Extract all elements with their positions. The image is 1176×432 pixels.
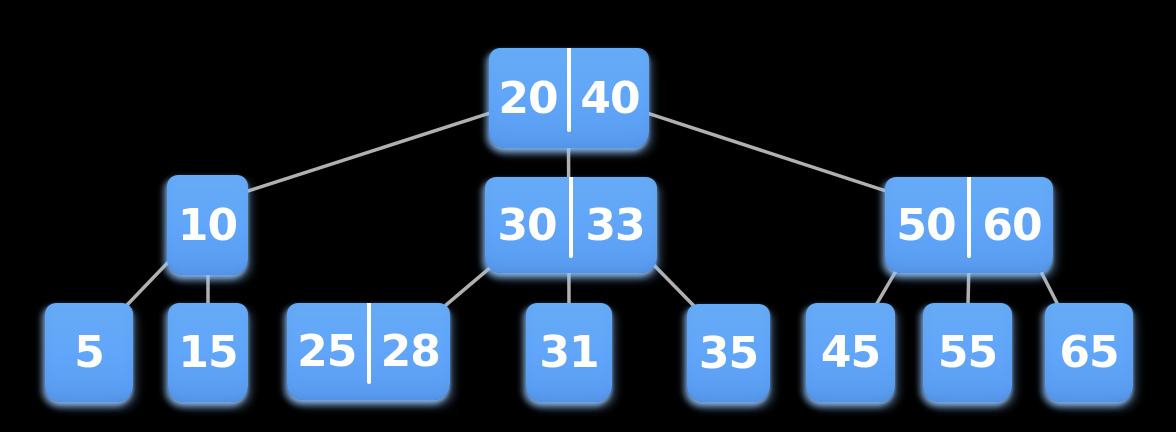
key-30: 30 xyxy=(497,199,557,251)
btree-node-5: 5 xyxy=(45,303,133,402)
btree-node-25-28: 25 28 xyxy=(287,303,450,400)
key-25: 25 xyxy=(297,326,357,377)
btree-node-10: 10 xyxy=(167,175,248,275)
key-31: 31 xyxy=(539,327,599,378)
key-45: 45 xyxy=(820,327,881,378)
key-5: 5 xyxy=(74,327,105,378)
key-divider xyxy=(366,303,371,385)
key-60: 60 xyxy=(982,199,1042,251)
key-65: 65 xyxy=(1059,327,1119,378)
key-10: 10 xyxy=(177,199,238,251)
key-28: 28 xyxy=(380,326,441,377)
btree-node-35: 35 xyxy=(687,304,770,402)
btree-node-31: 31 xyxy=(526,303,612,402)
key-divider xyxy=(567,48,571,132)
btree-node-50-60: 50 60 xyxy=(885,177,1053,273)
key-40: 40 xyxy=(580,72,640,124)
btree-node-15: 15 xyxy=(168,303,248,402)
btree-node-55: 55 xyxy=(923,303,1012,402)
btree-node-45: 45 xyxy=(806,303,895,402)
key-divider xyxy=(967,177,971,258)
key-20: 20 xyxy=(498,72,558,124)
key-33: 33 xyxy=(585,199,645,251)
edge-root-to-10 xyxy=(246,111,492,193)
key-50: 50 xyxy=(896,199,956,251)
key-55: 55 xyxy=(937,327,998,378)
btree-node-30-33: 30 33 xyxy=(485,177,657,273)
btree-node-20-40: 20 40 xyxy=(489,48,649,148)
key-15: 15 xyxy=(178,327,238,378)
edge-root-to-50-60 xyxy=(645,111,888,193)
key-divider xyxy=(569,177,573,258)
btree-node-65: 65 xyxy=(1045,303,1133,402)
key-35: 35 xyxy=(698,327,759,379)
